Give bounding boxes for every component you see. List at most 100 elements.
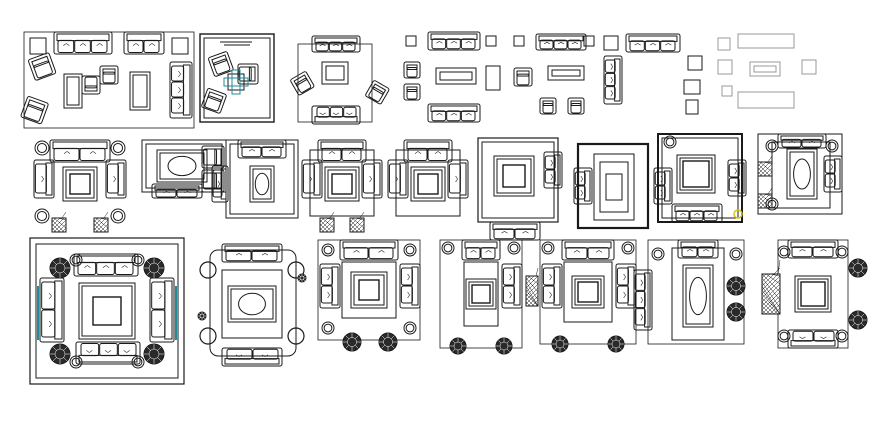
potted-plant	[378, 332, 398, 352]
armchair	[81, 75, 101, 95]
sofa	[169, 61, 193, 119]
sofa	[823, 155, 843, 193]
living-set-block-2	[199, 33, 275, 123]
sofa-left	[39, 277, 65, 343]
row-1-blocks	[20, 31, 817, 129]
sofa-right	[501, 263, 523, 309]
side-lamp	[825, 139, 839, 153]
hatched-plant	[51, 211, 67, 233]
sofa-top	[49, 139, 111, 163]
side-lamp	[651, 247, 665, 261]
coffee-table	[78, 282, 136, 340]
potted-plant	[143, 343, 165, 365]
side-lamp	[729, 247, 743, 261]
armchair	[290, 71, 315, 96]
sofa-top	[339, 239, 399, 261]
side-lamp	[131, 253, 145, 267]
living-set-block-21	[525, 239, 637, 353]
potted-plant	[49, 257, 71, 279]
diamond-table	[223, 69, 249, 95]
armchair	[403, 61, 421, 79]
sofa	[427, 31, 481, 51]
living-set-block-18	[197, 243, 307, 367]
living-set-block-22	[633, 239, 746, 345]
sofa	[211, 165, 229, 203]
side-lamp	[507, 241, 521, 255]
sofa-right	[399, 263, 421, 309]
sofa	[53, 31, 113, 55]
sofa-left	[633, 269, 653, 331]
side-lamp	[777, 245, 791, 259]
row-3-blocks	[29, 237, 868, 385]
sofa-top	[461, 239, 501, 261]
sofa-right	[105, 159, 127, 199]
potted-plant	[495, 337, 513, 355]
side-lamp	[34, 208, 50, 224]
potted-plant	[342, 332, 362, 352]
sofa	[237, 139, 287, 159]
hatched-plant	[757, 155, 773, 177]
oval-table	[249, 165, 275, 203]
side-lamp	[110, 208, 126, 224]
side-lamp	[321, 243, 335, 257]
potted-plant	[197, 311, 207, 321]
side-lamp	[835, 329, 849, 343]
potted-plant	[848, 310, 868, 330]
armchair	[28, 52, 57, 81]
sofa-top	[73, 253, 139, 277]
sofa-bottom	[221, 347, 283, 367]
sofa	[311, 105, 361, 125]
living-set-block-6	[603, 33, 703, 115]
hatched-plant	[319, 211, 335, 233]
living-set-block-11	[301, 139, 383, 233]
side-lamp	[541, 241, 555, 255]
potted-plant	[297, 273, 307, 283]
living-set-block-8	[33, 139, 127, 233]
side-lamp	[765, 139, 779, 153]
sofa-top	[403, 139, 453, 163]
armchair	[20, 96, 49, 125]
potted-plant	[726, 302, 746, 322]
living-set-block-23	[761, 239, 868, 349]
sofa-top	[677, 239, 719, 259]
coffee-table	[465, 278, 497, 310]
armchair	[403, 83, 421, 101]
potted-plant	[551, 335, 569, 353]
sofa-top	[787, 239, 839, 259]
coffee-table	[676, 154, 716, 194]
sofa-top	[317, 139, 367, 163]
side-lamp	[131, 355, 145, 369]
side-lamp	[441, 241, 455, 255]
hatched-plant	[757, 187, 773, 209]
living-set-block-1	[20, 31, 195, 129]
sofa-top	[221, 243, 283, 263]
potted-plant	[726, 276, 746, 296]
coffee-table	[350, 271, 388, 309]
living-set-block-13	[477, 137, 563, 241]
hatched-plant	[93, 211, 109, 233]
sofa-bottom	[75, 341, 141, 365]
side-lamp	[321, 321, 335, 335]
living-set-block-7	[717, 33, 817, 109]
side-lamp	[403, 243, 417, 257]
potted-plant	[449, 337, 467, 355]
coffee-table	[324, 166, 360, 202]
side-lamp	[110, 140, 126, 156]
oval-table	[682, 264, 714, 328]
side-lamp	[621, 241, 635, 255]
armchair	[567, 97, 585, 115]
hatched-rug	[761, 259, 781, 315]
sofa-right	[615, 263, 637, 309]
sofa	[671, 203, 723, 223]
side-lamp	[765, 197, 779, 211]
living-set-block-19	[317, 239, 421, 352]
living-set-block-5	[513, 33, 595, 115]
living-set-block-12	[387, 139, 469, 217]
coffee-table	[794, 275, 832, 313]
hatched-plant	[349, 211, 365, 233]
armchair	[201, 88, 227, 114]
living-set-block-10	[211, 139, 299, 219]
potted-plant	[143, 257, 165, 279]
side-lamp	[403, 321, 417, 335]
sofa	[603, 55, 623, 105]
